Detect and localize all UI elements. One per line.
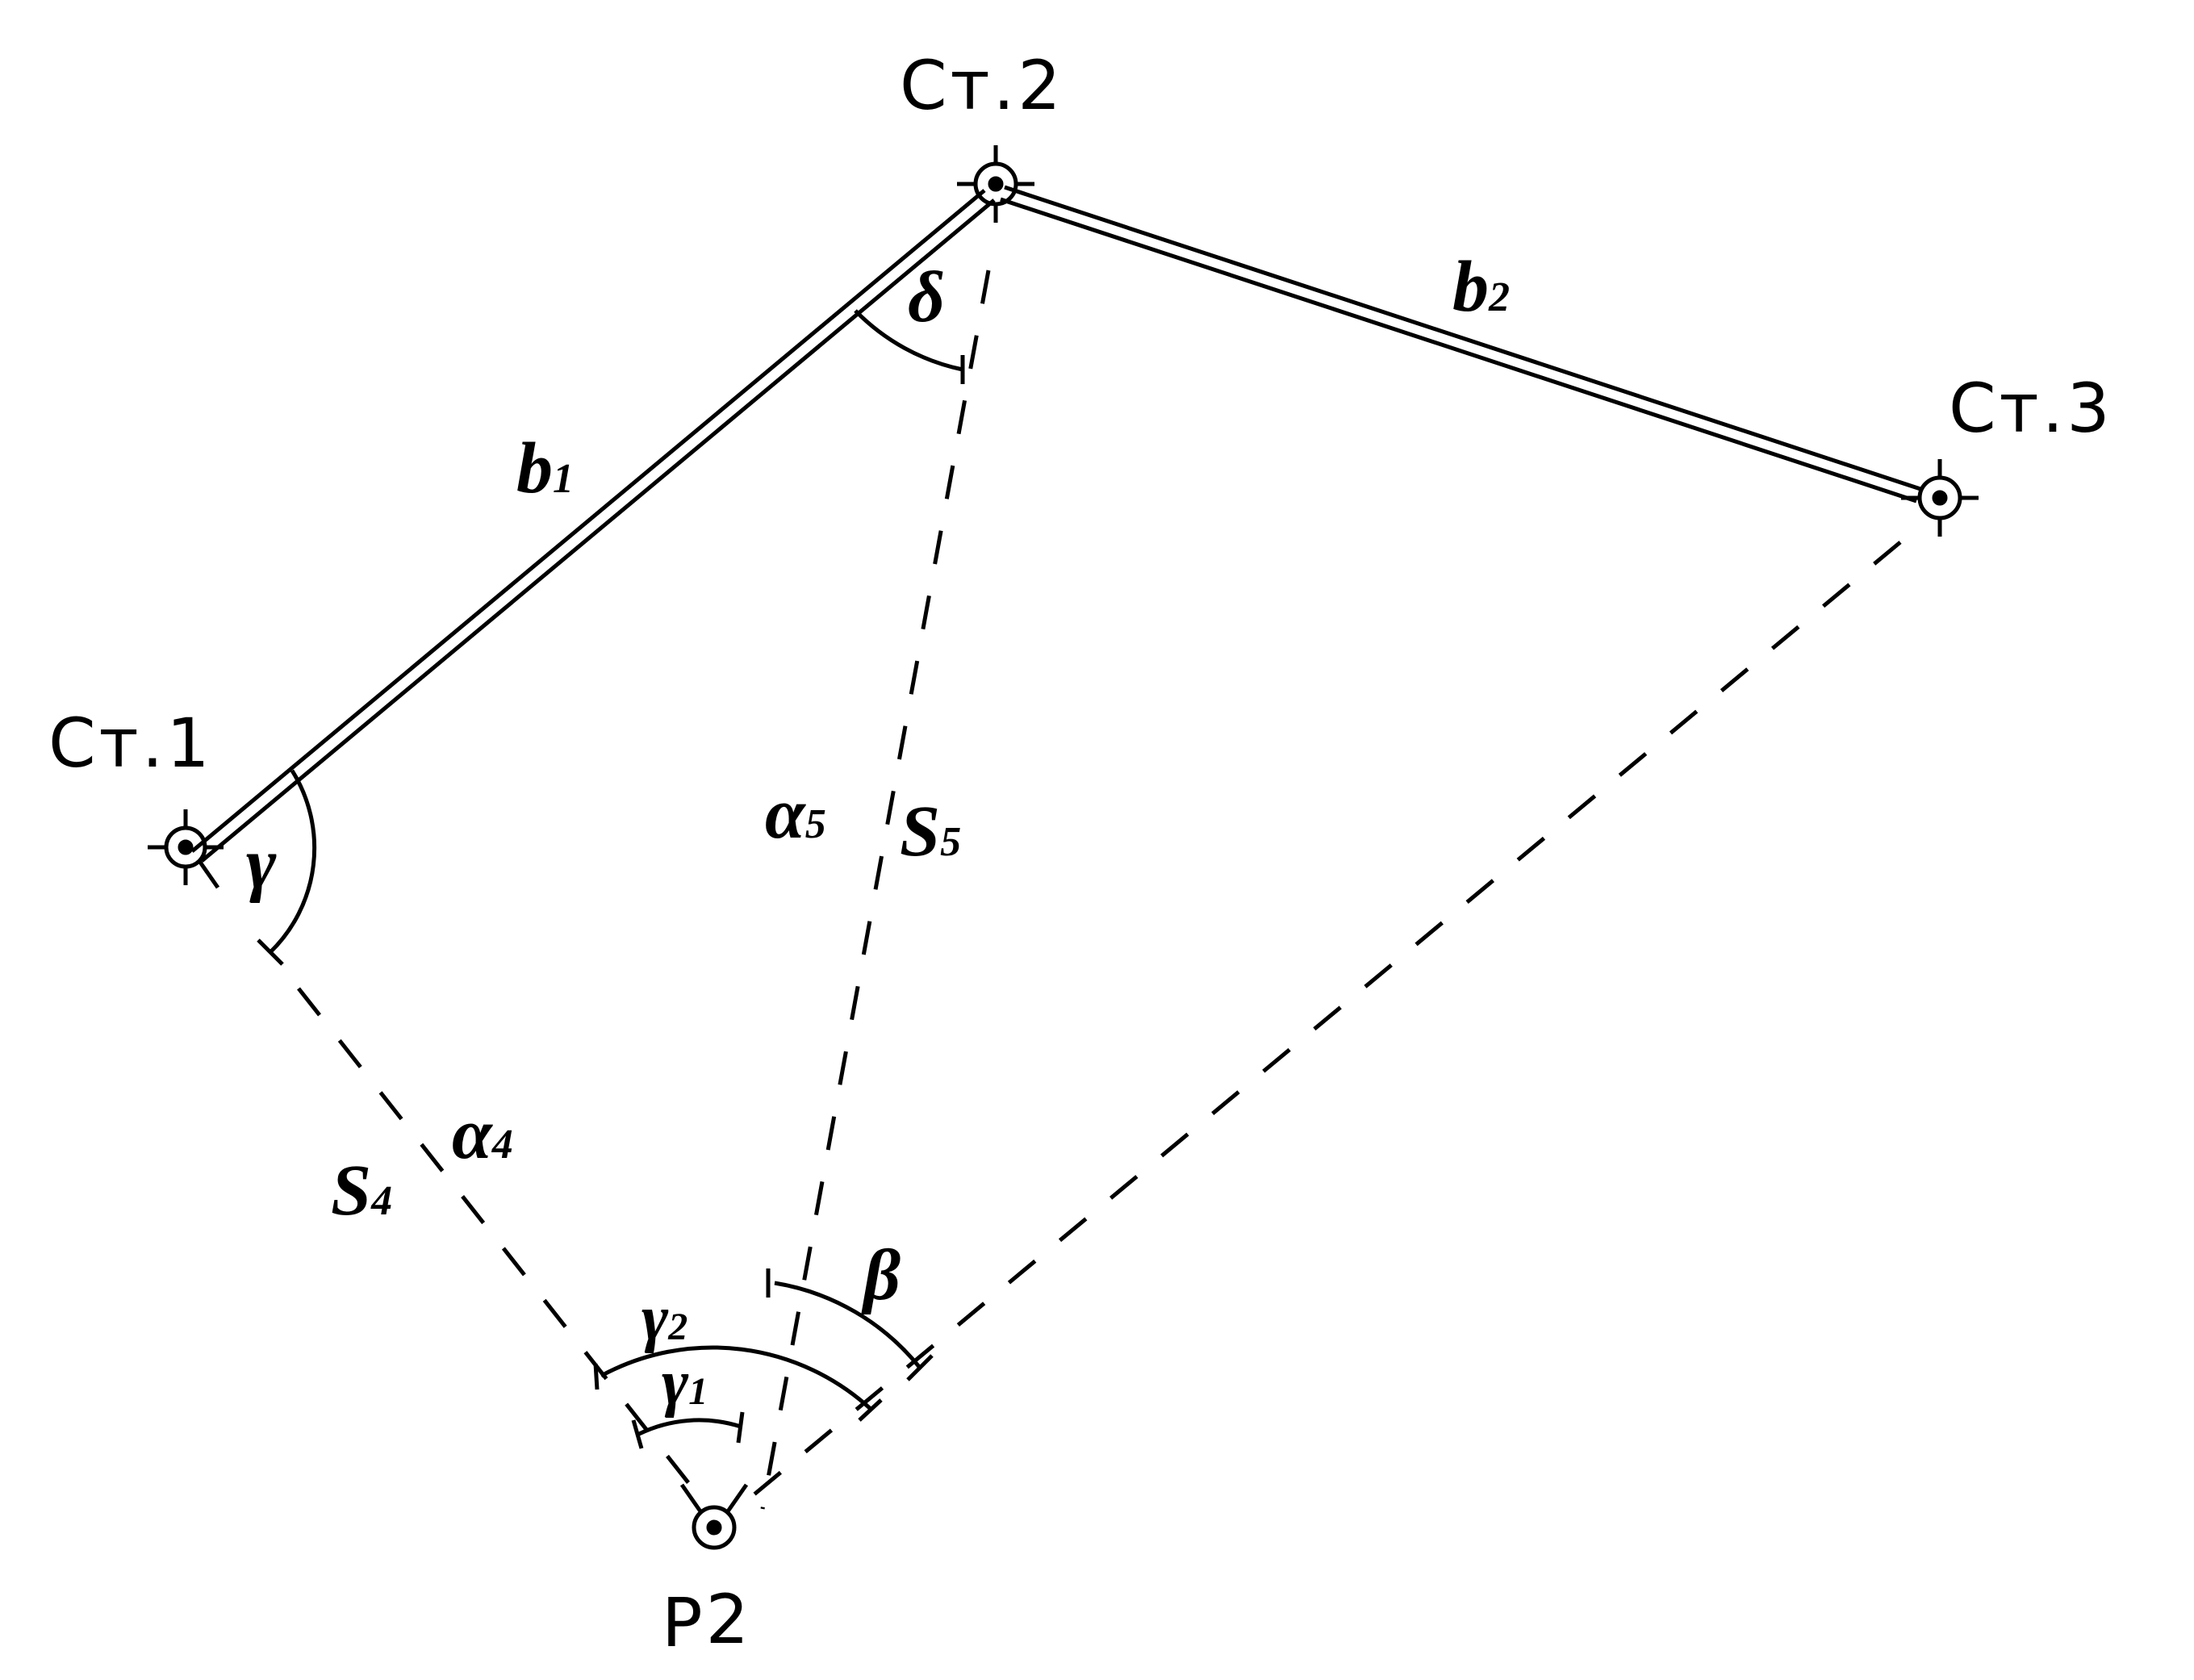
label-gamma2: γ2: [641, 1283, 687, 1354]
label-s4: S4: [331, 1151, 392, 1231]
label-b1: b1: [516, 428, 574, 508]
arc-gamma: [257, 769, 317, 966]
solid-line-st2-st3: [1000, 185, 1921, 504]
label-p2: P2: [662, 1580, 752, 1662]
dashed-line-st1-p2: [297, 987, 692, 1486]
label-b2: b2: [1452, 247, 1510, 327]
dashed-line-st3-p2: [745, 541, 1902, 1502]
label-gamma: γ: [246, 824, 277, 904]
label-gamma1: γ1: [662, 1348, 708, 1419]
label-st1: Ст.1: [48, 704, 213, 783]
label-a5: α5: [765, 774, 826, 854]
label-st2: Ст.2: [900, 46, 1064, 125]
arc-gamma2: [593, 1345, 883, 1422]
label-st3: Ст.3: [1949, 369, 2113, 448]
station-marker-p2: [679, 1483, 749, 1550]
arc-beta: [766, 1268, 934, 1381]
label-delta: δ: [908, 257, 945, 337]
solid-line-st1-st2: [190, 189, 996, 863]
arc-gamma1: [631, 1411, 745, 1449]
station-marker-st2: [957, 145, 1034, 223]
label-beta: β: [861, 1235, 901, 1315]
arc-delta: [854, 309, 965, 384]
dashed-line-st2-p2: [760, 270, 991, 1510]
label-a4: α4: [452, 1094, 513, 1174]
station-marker-st3: [1901, 459, 1979, 537]
station-marker-st1: [148, 809, 224, 889]
label-s5: S5: [900, 792, 961, 871]
